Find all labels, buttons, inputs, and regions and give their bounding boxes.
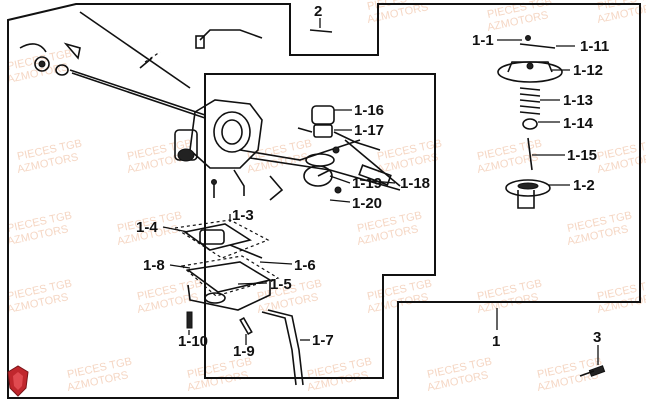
float-chamber-group — [173, 219, 304, 386]
label-1-14: 1-14 — [563, 115, 594, 132]
carburetor-body — [174, 99, 401, 201]
label-1-17: 1-17 — [354, 122, 384, 139]
label-3: 3 — [593, 329, 601, 346]
label-1-20: 1-20 — [352, 195, 382, 212]
label-1-18: 1-18 — [400, 175, 430, 192]
part-labels: 2 1-1 1-11 1-12 1-13 1-14 1-15 1-2 1-16 … — [136, 3, 609, 360]
label-1-9: 1-9 — [233, 343, 255, 360]
label-1-5: 1-5 — [270, 276, 292, 293]
label-1-7: 1-7 — [312, 332, 334, 349]
part-3-bolt — [579, 365, 606, 377]
label-1-10: 1-10 — [178, 333, 208, 350]
choke-assembly — [297, 105, 401, 194]
throttle-cable-assembly — [19, 11, 263, 119]
label-1-3: 1-3 — [232, 207, 254, 224]
label-1-11: 1-11 — [580, 38, 609, 55]
label-1-8: 1-8 — [143, 257, 165, 274]
label-1-19: 1-19 — [352, 175, 382, 192]
leader-lines — [162, 39, 599, 365]
diaphragm-assembly — [497, 35, 563, 209]
inner-region-outline — [204, 73, 436, 379]
label-1-2: 1-2 — [573, 177, 595, 194]
label-1-4: 1-4 — [136, 219, 158, 236]
part-2-strip — [309, 18, 333, 33]
assembly-frame-outline — [7, 3, 641, 399]
label-1: 1 — [492, 333, 500, 350]
label-1-13: 1-13 — [563, 92, 593, 109]
label-1-6: 1-6 — [294, 257, 316, 274]
label-2: 2 — [314, 3, 322, 20]
label-1-15: 1-15 — [567, 147, 597, 164]
label-1-1: 1-1 — [472, 32, 494, 49]
red-shield-logo-icon — [7, 365, 29, 397]
label-1-16: 1-16 — [354, 102, 384, 119]
label-1-12: 1-12 — [573, 62, 603, 79]
